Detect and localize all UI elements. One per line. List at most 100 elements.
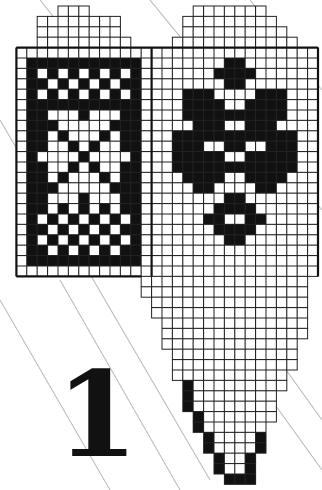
empty-stitch-cell	[193, 27, 203, 37]
empty-stitch-cell	[68, 79, 78, 89]
empty-stitch-cell	[308, 235, 318, 245]
empty-stitch-cell	[48, 152, 58, 162]
filled-stitch-cell	[79, 245, 89, 255]
empty-stitch-cell	[256, 360, 266, 370]
filled-stitch-cell	[27, 141, 37, 151]
empty-stitch-cell	[193, 214, 203, 224]
empty-stitch-cell	[152, 224, 162, 234]
empty-stitch-cell	[266, 370, 276, 380]
filled-stitch-cell	[27, 245, 37, 255]
filled-stitch-cell	[131, 120, 141, 130]
filled-stitch-cell	[214, 172, 224, 182]
empty-stitch-cell	[68, 16, 78, 26]
empty-stitch-cell	[193, 48, 203, 58]
empty-stitch-cell	[89, 48, 99, 58]
empty-stitch-cell	[308, 204, 318, 214]
empty-stitch-cell	[183, 339, 193, 349]
filled-stitch-cell	[27, 172, 37, 182]
empty-stitch-cell	[266, 412, 276, 422]
empty-stitch-cell	[79, 37, 89, 47]
empty-stitch-cell	[162, 245, 172, 255]
filled-stitch-cell	[131, 68, 141, 78]
empty-stitch-cell	[276, 349, 286, 359]
empty-stitch-cell	[297, 131, 307, 141]
filled-stitch-cell	[27, 204, 37, 214]
filled-stitch-cell	[266, 131, 276, 141]
empty-stitch-cell	[245, 256, 255, 266]
empty-stitch-cell	[110, 172, 120, 182]
empty-stitch-cell	[245, 193, 255, 203]
filled-stitch-cell	[276, 110, 286, 120]
filled-stitch-cell	[276, 89, 286, 99]
empty-stitch-cell	[193, 204, 203, 214]
empty-stitch-cell	[183, 27, 193, 37]
filled-stitch-cell	[183, 152, 193, 162]
empty-stitch-cell	[162, 68, 172, 78]
filled-stitch-cell	[37, 193, 47, 203]
empty-stitch-cell	[79, 131, 89, 141]
filled-stitch-cell	[89, 58, 99, 68]
filled-stitch-cell	[100, 131, 110, 141]
filled-stitch-cell	[245, 204, 255, 214]
filled-stitch-cell	[131, 235, 141, 245]
empty-stitch-cell	[287, 68, 297, 78]
empty-stitch-cell	[245, 370, 255, 380]
empty-stitch-cell	[27, 266, 37, 276]
filled-stitch-cell	[266, 141, 276, 151]
filled-stitch-cell	[204, 100, 214, 110]
empty-stitch-cell	[256, 48, 266, 58]
filled-stitch-cell	[48, 183, 58, 193]
empty-stitch-cell	[68, 266, 78, 276]
empty-stitch-cell	[141, 193, 151, 203]
empty-stitch-cell	[245, 276, 255, 286]
empty-stitch-cell	[162, 266, 172, 276]
empty-stitch-cell	[276, 328, 286, 338]
filled-stitch-cell	[58, 204, 68, 214]
empty-stitch-cell	[152, 214, 162, 224]
filled-stitch-cell	[224, 131, 234, 141]
empty-stitch-cell	[235, 6, 245, 16]
empty-stitch-cell	[224, 100, 234, 110]
empty-stitch-cell	[58, 48, 68, 58]
empty-stitch-cell	[224, 308, 234, 318]
empty-stitch-cell	[235, 370, 245, 380]
empty-stitch-cell	[256, 308, 266, 318]
empty-stitch-cell	[89, 131, 99, 141]
filled-stitch-cell	[183, 391, 193, 401]
filled-stitch-cell	[37, 100, 47, 110]
empty-stitch-cell	[162, 214, 172, 224]
filled-stitch-cell	[214, 131, 224, 141]
filled-stitch-cell	[131, 79, 141, 89]
filled-stitch-cell	[183, 100, 193, 110]
empty-stitch-cell	[172, 68, 182, 78]
empty-stitch-cell	[287, 58, 297, 68]
empty-stitch-cell	[235, 245, 245, 255]
filled-stitch-cell	[204, 443, 214, 453]
empty-stitch-cell	[79, 120, 89, 130]
empty-stitch-cell	[287, 308, 297, 318]
filled-stitch-cell	[287, 131, 297, 141]
empty-stitch-cell	[16, 68, 26, 78]
empty-stitch-cell	[162, 193, 172, 203]
empty-stitch-cell	[37, 27, 47, 37]
filled-stitch-cell	[37, 58, 47, 68]
filled-stitch-cell	[256, 131, 266, 141]
filled-stitch-cell	[131, 152, 141, 162]
empty-stitch-cell	[308, 110, 318, 120]
empty-stitch-cell	[162, 224, 172, 234]
empty-stitch-cell	[183, 235, 193, 245]
filled-stitch-cell	[172, 162, 182, 172]
filled-stitch-cell	[110, 58, 120, 68]
empty-stitch-cell	[256, 339, 266, 349]
empty-stitch-cell	[110, 79, 120, 89]
filled-stitch-cell	[224, 110, 234, 120]
empty-stitch-cell	[79, 214, 89, 224]
empty-stitch-cell	[183, 360, 193, 370]
empty-stitch-cell	[37, 89, 47, 99]
empty-stitch-cell	[162, 120, 172, 130]
empty-stitch-cell	[276, 37, 286, 47]
empty-stitch-cell	[110, 16, 120, 26]
empty-stitch-cell	[172, 183, 182, 193]
empty-stitch-cell	[245, 443, 255, 453]
empty-stitch-cell	[172, 214, 182, 224]
